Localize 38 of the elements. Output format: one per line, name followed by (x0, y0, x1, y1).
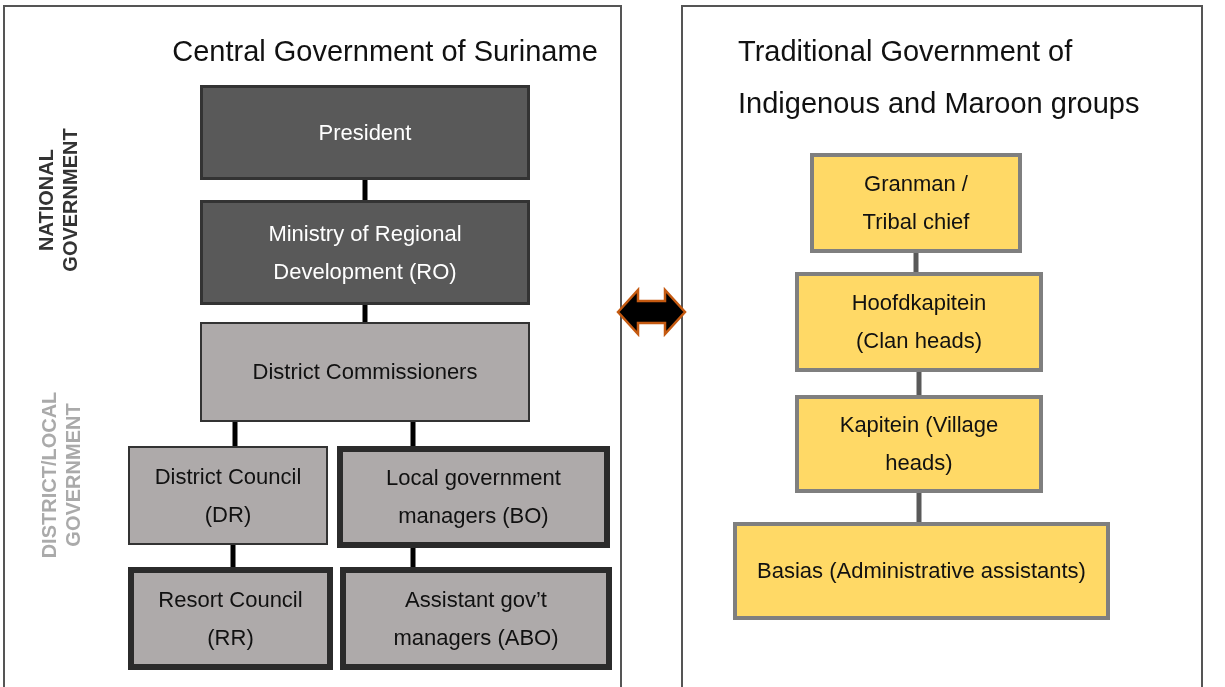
box-label: Basias (Administrative assistants) (757, 557, 1086, 585)
connector-line (362, 305, 368, 322)
level-label: DISTRICT/LOCAL GOVERNMENT (37, 390, 85, 561)
org-box (340, 567, 612, 670)
box-label: District Commissioners (252, 358, 478, 386)
box-label: Granman / Tribal chief (861, 170, 971, 236)
connector-line (232, 422, 238, 446)
group-panel (681, 5, 1203, 687)
org-box (337, 446, 610, 548)
connector-line (230, 545, 236, 567)
org-box (200, 85, 530, 180)
double-arrow (616, 286, 687, 338)
group-panel (3, 5, 622, 687)
connector-line (916, 372, 922, 395)
box-label: District Council (DR) (153, 462, 303, 529)
org-box (795, 395, 1043, 493)
box-label: President (318, 118, 412, 147)
connector-line (362, 180, 368, 200)
org-box (733, 522, 1110, 620)
connector-line (916, 493, 922, 522)
box-label: Local government managers (BO) (385, 464, 562, 530)
org-box (128, 567, 333, 670)
box-label: Hoofdkapitein (Clan heads) (850, 289, 988, 355)
box-label: Resort Council (RR) (157, 585, 304, 652)
connector-line (410, 422, 416, 446)
org-box (200, 322, 530, 422)
panel-title: Traditional Government of Indigenous and Maroon groups (738, 34, 1141, 121)
org-box (128, 446, 328, 545)
org-box (200, 200, 530, 305)
level-label: NATIONAL GOVERNMENT (34, 127, 82, 274)
panel-title: Central Government of Suriname (171, 34, 599, 69)
connector-line (913, 253, 919, 272)
org-box (795, 272, 1043, 372)
box-label: Kapitein (Village heads) (838, 411, 1000, 477)
connector-line (410, 548, 416, 567)
box-label: Assistant gov’t managers (ABO) (392, 585, 560, 652)
box-label: Ministry of Regional Development (RO) (267, 219, 463, 286)
org-box (810, 153, 1022, 253)
